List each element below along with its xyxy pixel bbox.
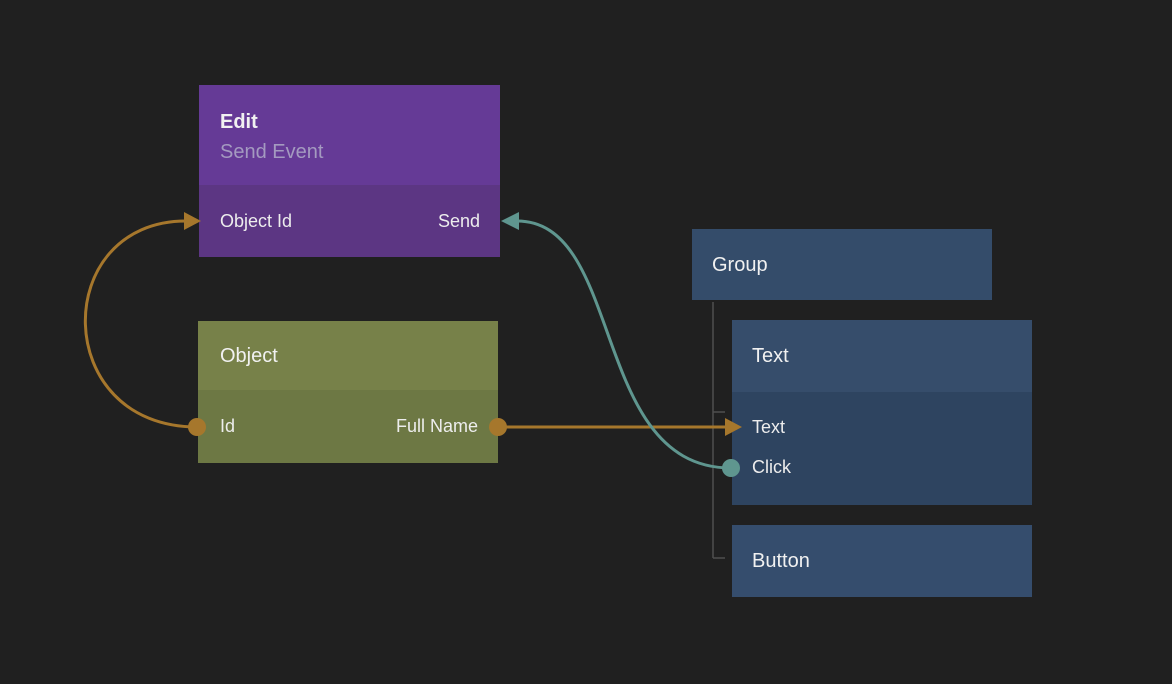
- node-group[interactable]: Group: [692, 229, 992, 300]
- wire-full-name-to-text[interactable]: [489, 418, 742, 436]
- port-object-full-name[interactable]: Full Name: [395, 416, 478, 436]
- port-text-text[interactable]: Text: [752, 416, 786, 437]
- arrowhead-send: [501, 212, 519, 230]
- port-object-id[interactable]: Id: [220, 416, 236, 436]
- node-edit-ports: Object Id Send: [199, 185, 500, 257]
- node-text-title: Text: [752, 345, 789, 367]
- node-edit-title: Edit: [220, 111, 258, 133]
- node-object[interactable]: Object Id Full Name: [198, 321, 498, 463]
- node-text-header[interactable]: Text: [732, 320, 1032, 392]
- node-group-title: Group: [712, 253, 768, 276]
- port-edit-send[interactable]: Send: [437, 210, 480, 231]
- port-text-click[interactable]: Click: [752, 456, 791, 477]
- node-object-ports: Id Full Name: [198, 390, 498, 463]
- node-object-header[interactable]: Object: [198, 321, 498, 390]
- node-object-title: Object: [220, 344, 278, 367]
- node-text[interactable]: Text Text Click: [732, 320, 1032, 505]
- port-edit-object-id[interactable]: Object Id: [220, 210, 293, 231]
- node-edit-header[interactable]: Edit Send Event: [199, 85, 500, 185]
- node-edit[interactable]: Edit Send Event Object Id Send: [199, 85, 500, 257]
- node-button-title: Button: [752, 550, 810, 572]
- node-button[interactable]: Button: [732, 525, 1032, 597]
- node-edit-subtitle: Send Event: [220, 141, 324, 163]
- group-tree-lines: [712, 302, 725, 559]
- wire-object-id-to-edit[interactable]: [83, 212, 206, 436]
- node-text-ports: Text Click: [732, 392, 1032, 505]
